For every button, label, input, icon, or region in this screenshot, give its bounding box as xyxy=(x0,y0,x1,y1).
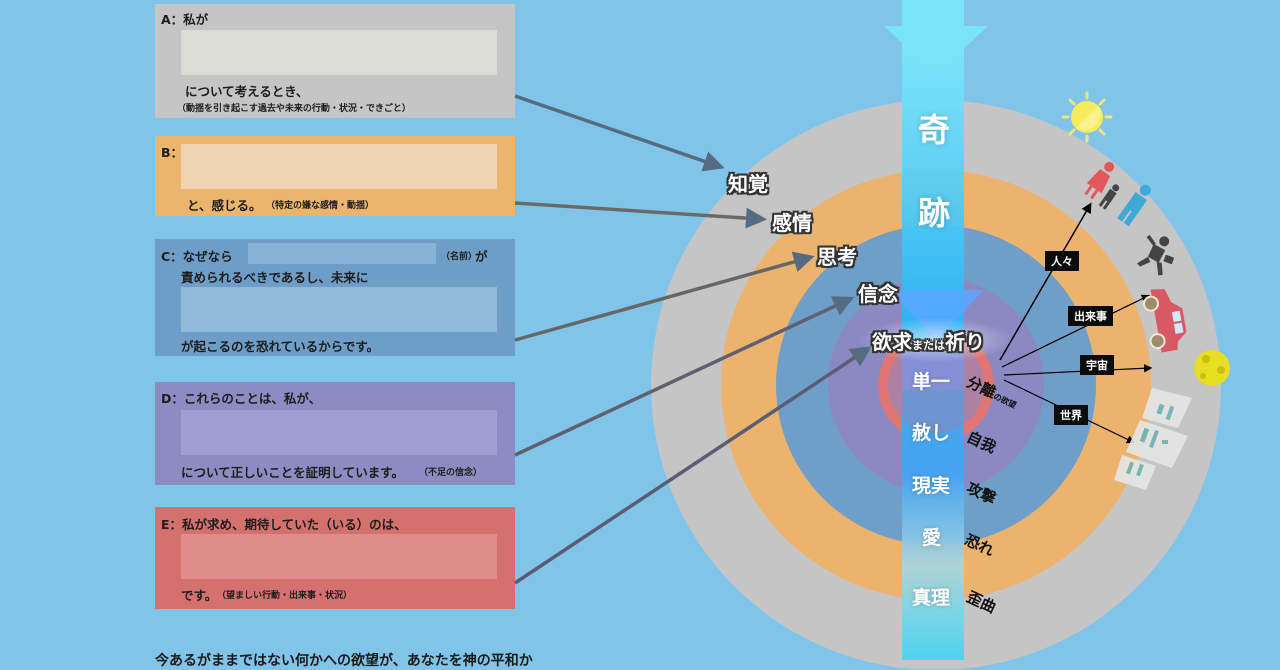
card-c-name-input[interactable] xyxy=(248,243,436,264)
card-d-note: （不足の信念） xyxy=(419,468,483,478)
card-e-line: です。 xyxy=(181,588,218,603)
card-c-line2: 責められるべきであるし、未来に xyxy=(181,270,369,285)
card-a-line: について考えるとき、 xyxy=(185,84,309,99)
card-c-blame: C：なぜなら （名前） が 責められるべきであるし、未来に が起こるのを恐れてい… xyxy=(155,239,515,356)
footer-text: 今あるがままではない何かへの欲望が、あなたを神の平和か xyxy=(155,653,533,669)
running-businessman-icon xyxy=(1137,234,1174,276)
card-a-input[interactable] xyxy=(181,30,497,75)
card-a-situation: A：私が について考えるとき、 （動揺を引き起こす過去や未来の行動・状況・できご… xyxy=(155,4,515,118)
car-icon xyxy=(1142,289,1187,353)
center-label-desire: 欲求 xyxy=(872,330,912,354)
beam-word-truth: 真理 xyxy=(912,587,951,609)
moon-icon xyxy=(1194,350,1230,386)
sun-icon xyxy=(1061,91,1113,143)
card-c-prefix: C：なぜなら xyxy=(161,249,233,264)
card-e-expectation: E：私が求め、期待していた（いる）のは、 です。 （望ましい行動・出来事・状況） xyxy=(155,507,515,609)
layer-label-belief: 信念 xyxy=(858,282,898,306)
beam-arrow-head xyxy=(884,26,988,75)
card-b-prefix: B： xyxy=(161,145,184,160)
beam-word-love: 愛 xyxy=(922,527,942,549)
card-e-input[interactable] xyxy=(181,534,497,579)
tag-people: 人々 xyxy=(1045,251,1079,271)
beam-word-miracle-2: 跡 xyxy=(918,194,951,232)
card-a-prefix: A：私が xyxy=(161,12,209,27)
card-e-prefix: E：私が求め、期待していた（いる）のは、 xyxy=(161,517,407,532)
card-b-feeling: B： と、感じる。 （特定の嫌な感情・動揺） xyxy=(155,136,515,216)
card-d-prefix: D：これらのことは、私が、 xyxy=(161,391,322,406)
card-c-input[interactable] xyxy=(181,287,497,332)
tag-events: 出来事 xyxy=(1068,306,1113,326)
card-c-after-name: が xyxy=(475,249,488,264)
layer-label-perception: 知覚 xyxy=(728,172,768,196)
beam-word-reality: 現実 xyxy=(912,475,951,497)
card-b-line: と、感じる。 xyxy=(187,198,262,213)
beam-word-oneness: 単一 xyxy=(912,371,951,393)
center-label-desire-or-prayer: 欲求または祈り xyxy=(872,326,985,355)
card-c-line3: が起こるのを恐れているからです。 xyxy=(181,339,380,354)
tag-world: 世界 xyxy=(1054,405,1088,425)
card-a-note: （動揺を引き起こす過去や未来の行動・状況・できごと） xyxy=(177,104,411,114)
center-label-or: または xyxy=(912,339,945,352)
card-b-note: （特定の嫌な感情・動揺） xyxy=(266,201,375,211)
card-d-line: について正しいことを証明しています。 xyxy=(181,465,405,480)
beam-word-miracle-1: 奇 xyxy=(918,111,951,149)
card-d-input[interactable] xyxy=(181,410,497,455)
card-e-note: （望ましい行動・出来事・状況） xyxy=(217,591,353,601)
people-icon xyxy=(1084,161,1151,227)
card-d-belief: D：これらのことは、私が、 について正しいことを証明しています。 （不足の信念） xyxy=(155,382,515,485)
layer-label-thought: 思考 xyxy=(817,245,857,269)
beam-word-forgiveness: 赦し xyxy=(912,422,951,444)
buildings-icon xyxy=(1114,388,1192,490)
card-b-input[interactable] xyxy=(181,144,497,189)
card-c-name-note: （名前） xyxy=(441,252,478,262)
layer-label-emotion: 感情 xyxy=(772,211,812,235)
tag-universe: 宇宙 xyxy=(1080,355,1114,375)
center-label-prayer: 祈り xyxy=(945,330,985,354)
